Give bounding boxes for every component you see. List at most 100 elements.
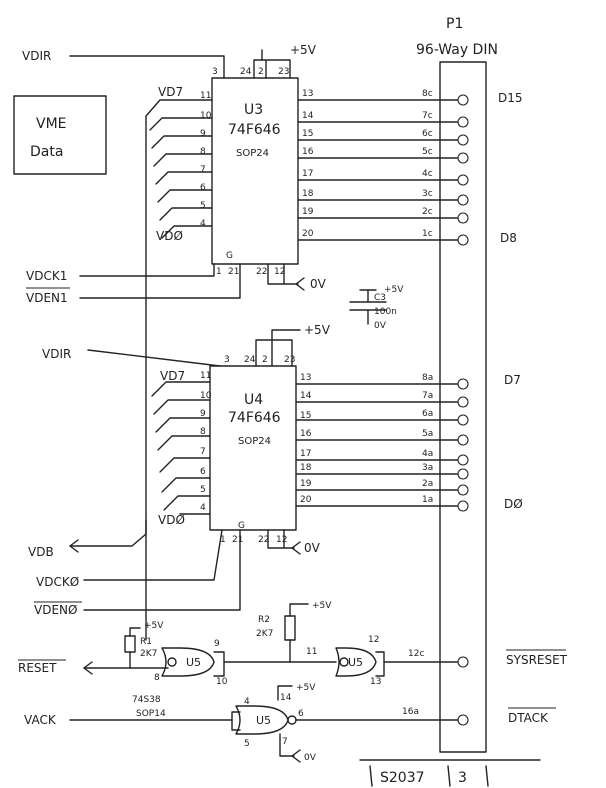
gate-u5-3-ref: U5 [256, 714, 271, 727]
u5-gnd-arrow [291, 749, 301, 763]
u5-gnd: 0V [304, 753, 317, 763]
u3-pin-right: 20 [302, 229, 314, 239]
gate-u5-1-input-tie [213, 651, 225, 677]
u3-pin-right: 15 [302, 129, 313, 139]
u4-pin-right: 18 [300, 463, 312, 473]
u4-gnd-label: 0V [304, 541, 321, 555]
u4-pin-right: 20 [300, 495, 312, 505]
bus-label-d8: D8 [500, 231, 517, 245]
r1-vcc-wire [129, 627, 141, 637]
u4-pin-bottom: 21 [232, 535, 243, 545]
signal-dtack: DTACK [508, 711, 549, 725]
title-line-1: VME [36, 116, 67, 132]
u4-vd7-label: VD7 [160, 369, 185, 383]
r2-vcc: +5V [312, 601, 332, 611]
u3-conn-circles [457, 94, 469, 246]
signal-vack: VACK [24, 713, 57, 727]
u4-pin-right: 19 [300, 479, 312, 489]
u5-vcc: +5V [296, 683, 316, 693]
u4-pin-bottom: 22 [258, 535, 269, 545]
gate-u5-2-bubble [339, 657, 349, 667]
u4-right-pins: 13 14 15 16 17 18 19 20 [300, 373, 312, 505]
conn-pin-label: 5c [422, 147, 433, 157]
wire-vdb [69, 519, 147, 547]
u3-pin-g: G [226, 251, 233, 261]
title-box [13, 95, 107, 175]
u4-pin-top: 24 [244, 355, 256, 365]
wire-vdir-1 [69, 55, 225, 79]
u4-bottom-pins: 1 21 22 12 [220, 535, 287, 545]
u3-pin-right: 14 [302, 111, 314, 121]
gate-u5-1-bubble [167, 657, 177, 667]
chip-u3-ref: U3 [244, 102, 263, 118]
u3-left-bus [145, 99, 213, 641]
gate-u5-1-pin: 8 [154, 673, 160, 683]
u3-pin-left: 4 [200, 219, 206, 229]
title-block-lines [359, 759, 541, 787]
u3-right-pins: 13 14 15 16 17 18 19 20 [302, 89, 314, 239]
cap-vcc: +5V [384, 285, 404, 295]
u5-pkg: SOP14 [136, 709, 166, 719]
u3-pin-bottom: 22 [256, 267, 267, 277]
u4-conn-pins: 8a 7a 6a 5a 4a 3a 2a 1a [422, 373, 433, 505]
sheet-number: 3 [458, 770, 467, 786]
conn-pin-label: 8a [422, 373, 433, 383]
u4-pin-left: 4 [200, 503, 206, 513]
conn-circle-sysreset [457, 656, 469, 668]
gate-u5-3-pin: 4 [244, 697, 250, 707]
u3-pin-bottom: 21 [228, 267, 239, 277]
r1-vcc: +5V [144, 621, 164, 631]
u4-vcc-label: +5V [304, 323, 331, 337]
u4-pin-g: G [238, 521, 245, 531]
gate-u5-2-ref: U5 [348, 656, 363, 669]
u4-data-wires [295, 383, 459, 507]
u3-pin-left: 7 [200, 165, 206, 175]
u3-pin-right: 16 [302, 147, 314, 157]
r1-value: 2K7 [140, 649, 157, 659]
u3-vcc-label: +5V [290, 43, 317, 57]
vdb-arrow [69, 539, 79, 553]
resistor-r1 [124, 635, 136, 653]
u4-pin-right: 13 [300, 373, 311, 383]
wire-vdir-2 [87, 349, 221, 367]
bus-label-d15: D15 [498, 91, 523, 105]
conn-pin-label: 2c [422, 207, 433, 217]
conn-pin-label: 4a [422, 449, 433, 459]
gate-u5-2-pin: 13 [370, 677, 381, 687]
u4-pin-bottom: 1 [220, 535, 226, 545]
r2-ref: R2 [258, 615, 270, 625]
u5-part: 74S38 [132, 695, 161, 705]
u4-pin-right: 16 [300, 429, 312, 439]
u3-pin-right: 17 [302, 169, 313, 179]
u4-pin-left: 10 [200, 391, 212, 401]
signal-vden1: VDEN1 [26, 291, 68, 305]
u5-gnd-wire [279, 733, 295, 757]
conn-pin-label: 8c [422, 89, 433, 99]
u3-pin-top: 2 [258, 67, 264, 77]
u4-pin-left: 8 [200, 427, 206, 437]
u4-gnd-tie [267, 529, 295, 549]
u4-pin-right: 14 [300, 391, 312, 401]
wire-vden0 [83, 529, 241, 611]
u3-pin-bottom: 12 [274, 267, 285, 277]
u3-gnd-arrow [295, 277, 305, 291]
u4-pin-top: 2 [262, 355, 268, 365]
chip-u4-ref: U4 [244, 392, 263, 408]
chip-u4 [209, 365, 297, 531]
conn-pin-label: 3c [422, 189, 433, 199]
gate-u5-3-pin: 7 [282, 737, 288, 747]
signal-reset: RESET [18, 661, 57, 675]
u4-pin-top: 3 [224, 355, 230, 365]
cap-value: 100n [374, 307, 397, 317]
u3-gnd-label: 0V [310, 277, 327, 291]
u3-vd7-label: VD7 [158, 85, 183, 99]
conn-pin-label: 2a [422, 479, 433, 489]
u4-pin-right: 17 [300, 449, 311, 459]
u4-left-pins: 11 10 9 8 7 6 5 4 [200, 371, 212, 513]
gate-u5-2-pin: 12 [368, 635, 379, 645]
signal-vden0: VDENØ [34, 603, 77, 617]
gate-u5-3-bubble [287, 715, 297, 725]
conn-pin-label: 3a [422, 463, 433, 473]
u3-pin-right: 19 [302, 207, 314, 217]
gate-u5-3-pin: 6 [298, 709, 304, 719]
